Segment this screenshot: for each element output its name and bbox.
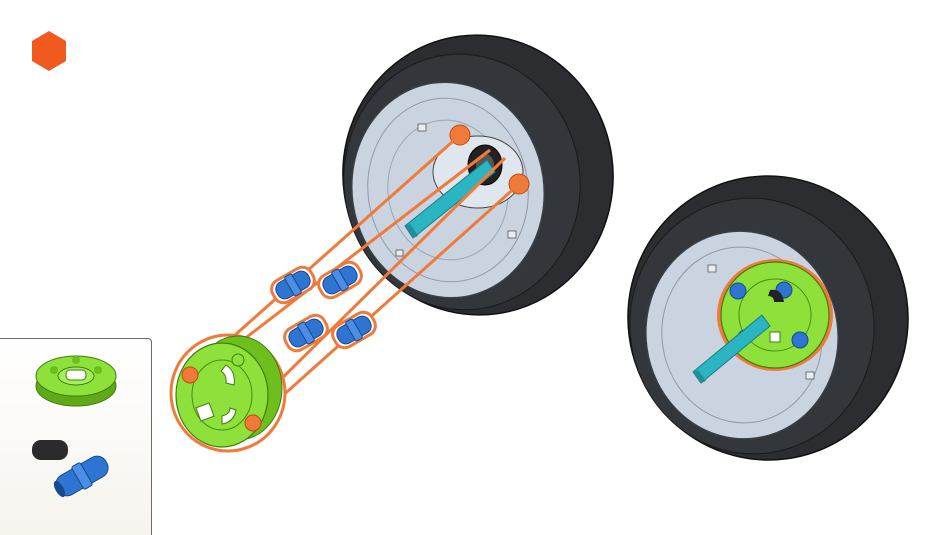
connector-pin	[315, 259, 365, 302]
step-marker-hexagon-icon	[32, 31, 66, 71]
left-wheel	[325, 18, 631, 333]
connector-pin	[329, 309, 379, 352]
connector-pin	[281, 312, 331, 355]
blue-connector-pin-icon	[46, 448, 118, 504]
green-round-hub-piece-icon	[28, 346, 124, 410]
right-wheel	[610, 158, 927, 478]
green-hub-piece	[171, 335, 285, 451]
connector-pin	[268, 264, 318, 307]
